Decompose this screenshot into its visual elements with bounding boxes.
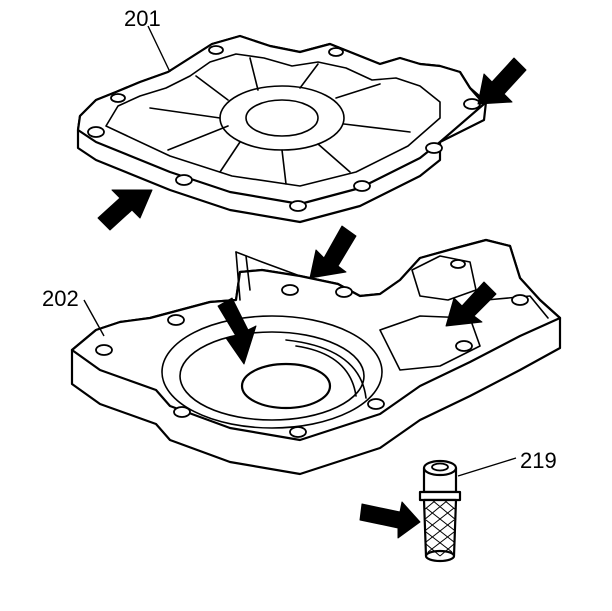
- cover-plate-201: [76, 34, 488, 224]
- arrow-cover-left: [97, 189, 153, 231]
- arrows: [97, 57, 527, 539]
- callout-201: 201: [124, 6, 161, 31]
- callout-202: 202: [42, 286, 79, 311]
- arrow-body-right: [445, 281, 497, 327]
- arrow-body-cavity: [217, 297, 257, 365]
- arrow-screen: [359, 501, 421, 539]
- callout-219: 219: [520, 448, 557, 473]
- leader-202: [83, 299, 105, 337]
- arrow-cover-right: [477, 57, 527, 105]
- leader-lines: [83, 25, 517, 477]
- leader-219: [457, 457, 517, 477]
- leader-201: [147, 25, 171, 73]
- arrow-body-top: [309, 225, 357, 279]
- pickup-screen-219: [418, 459, 462, 563]
- pump-body-202: [70, 238, 562, 476]
